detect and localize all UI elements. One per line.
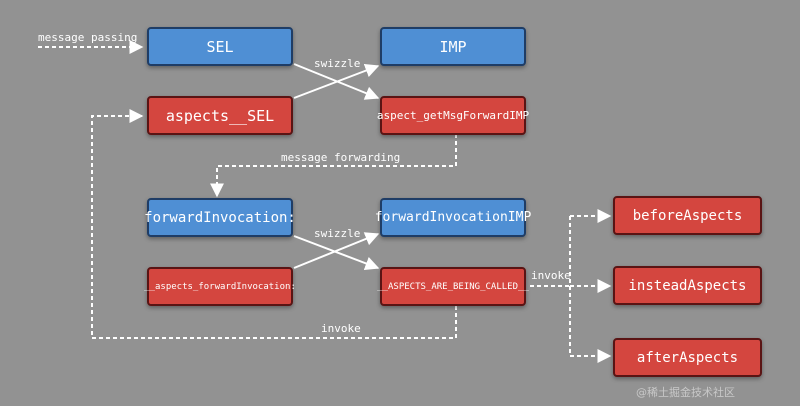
sel-node: SEL <box>147 27 293 66</box>
forward-invocation-node: forwardInvocation: <box>144 198 296 237</box>
message-forwarding-label: message forwarding <box>281 151 401 164</box>
aspects-are-being-called-node: __ASPECTS_ARE_BEING_CALLED__ <box>377 267 529 306</box>
watermark-text: @稀土掘金技术社区 <box>636 386 735 399</box>
imp-node: IMP <box>380 27 526 66</box>
aspects-sel-node: aspects__SEL <box>147 96 293 135</box>
invoke-bottom-label: invoke <box>321 322 361 335</box>
after-aspects-node: afterAspects <box>613 338 762 377</box>
invoke-right-label: invoke <box>531 269 571 282</box>
before-aspects-node: beforeAspects <box>613 196 762 235</box>
swizzle-top-arrow-to-forward-imp <box>293 63 380 100</box>
instead-aspects-node: insteadAspects <box>613 266 762 305</box>
message-passing-label: message passing <box>38 31 138 44</box>
invoke-loop-arrow <box>91 109 457 339</box>
swizzle-bottom-arrow-to-being-called <box>293 235 380 271</box>
forward-invocation-imp-node: forwardInvocationIMP <box>375 198 531 237</box>
aspects-forward-invocation-node: __aspects_forwardInvocation: <box>144 267 296 306</box>
aspect-get-msg-forward-imp-node: aspect_getMsgForwardIMP <box>377 96 529 135</box>
swizzle-top-label: swizzle <box>314 57 361 70</box>
message-forwarding-arrow <box>210 134 457 198</box>
swizzle-bottom-label: swizzle <box>314 227 361 240</box>
